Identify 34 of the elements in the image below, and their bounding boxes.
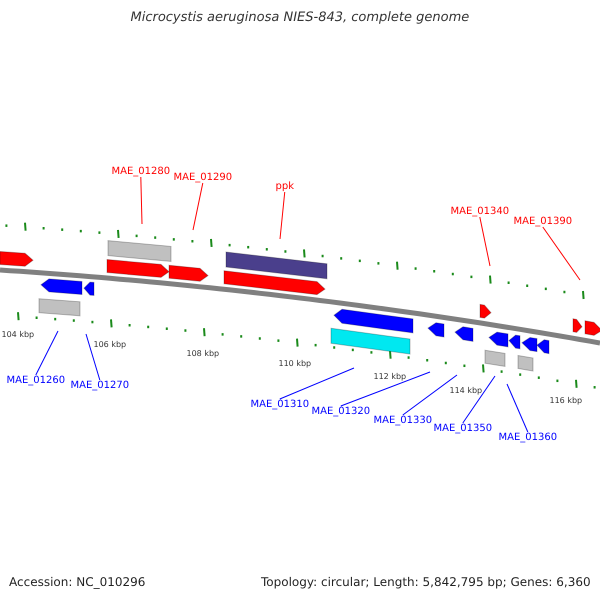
gene-label: MAE_01320: [312, 406, 370, 417]
scale-label: 106 kbp: [94, 340, 126, 349]
gene-label: ppk: [276, 181, 294, 192]
leader-line: [479, 216, 490, 266]
leader-line: [280, 192, 286, 240]
diagram-title: Microcystis aeruginosa NIES-843, complete genome: [130, 10, 470, 25]
leader-line: [279, 368, 354, 400]
gene-label: MAE_01360: [498, 432, 558, 443]
leader-line: [192, 182, 204, 230]
scale-label: 104 kbp: [2, 330, 34, 339]
scale-label: 114 kbp: [450, 386, 482, 395]
gene-label: MAE_01350: [434, 423, 492, 434]
gene-label: MAE_01390: [514, 216, 572, 227]
gene-label: MAE_01330: [374, 415, 432, 426]
leader-line: [506, 384, 528, 432]
gene-label: MAE_01280: [112, 166, 170, 177]
leader-line: [340, 372, 430, 406]
leader-line: [402, 374, 458, 416]
gene-label: MAE_01290: [174, 172, 232, 183]
footer-text: Accession: NC_010296: [9, 575, 146, 589]
leader-line: [140, 176, 142, 224]
scale-label: 108 kbp: [186, 349, 220, 358]
scale-label: 112 kbp: [374, 372, 406, 381]
gene-label: MAE_01270: [70, 380, 130, 391]
leader-line: [542, 226, 580, 280]
leader-line: [35, 330, 58, 376]
gene-label: MAE_01260: [6, 375, 66, 386]
leader-line: [86, 334, 100, 380]
footer-text: Topology: circular; Length: 5,842,795 bp; Genes: 6,360: [261, 575, 591, 589]
scale-label: 116 kbp: [550, 396, 582, 405]
scale-label: 110 kbp: [278, 359, 312, 368]
gene-label: MAE_01340: [450, 206, 510, 217]
leader-line: [462, 376, 496, 424]
gene-label: MAE_01310: [250, 399, 310, 410]
